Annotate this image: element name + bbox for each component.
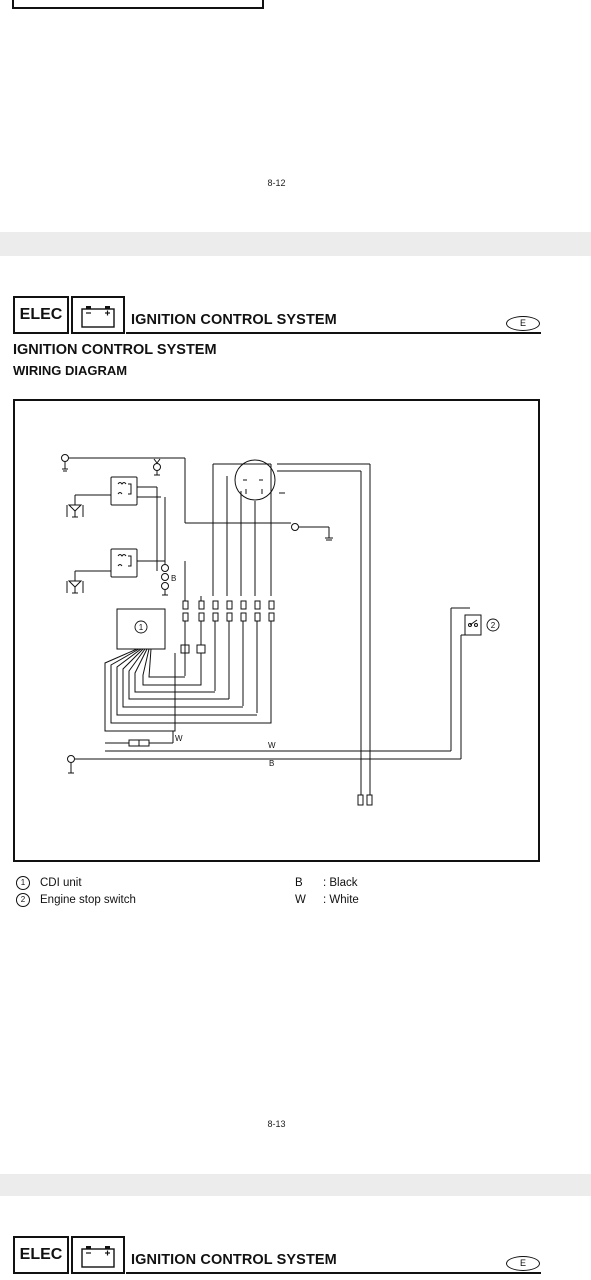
next-section-title: IGNITION CONTROL SYSTEM [131,1252,337,1268]
section-badge: ELEC [13,296,69,334]
wiring-diagram-drawing: 1 2 B W W B [61,454,500,806]
color-legend: B : Black W : White [295,875,359,909]
next-section-header: ELEC IGNITION CONTROL SYSTEM E [13,1236,541,1280]
color-label: : White [323,894,359,906]
legend-number: 1 [16,875,30,890]
section-header: ELEC IGNITION CONTROL SYSTEM E [13,296,541,340]
switch-callout: 2 [491,621,496,630]
parts-legend: 1 CDI unit 2 Engine stop switch [16,875,136,909]
wire-label-b-upper: B [171,574,176,583]
next-page: ELEC IGNITION CONTROL SYSTEM E [0,1196,591,1280]
color-label: : Black [323,877,358,889]
wire-label-b-main: B [269,759,274,768]
battery-icon [71,1236,125,1274]
section-title: IGNITION CONTROL SYSTEM [131,312,337,328]
previous-page-number: 8-12 [267,178,286,188]
current-page: ELEC IGNITION CONTROL SYSTEM E IGNITION … [0,256,591,1174]
battery-icon [71,296,125,334]
color-legend-item: B : Black [295,875,359,892]
ground-terminal [61,454,69,462]
previous-page: 8-12 [0,0,591,232]
legend-label: Engine stop switch [40,894,136,906]
next-language-badge: E [506,1256,540,1271]
legend-number: 2 [16,892,30,907]
page-number: 8-13 [267,1119,286,1129]
previous-page-frame [12,0,264,9]
wiring-diagram: 1 2 B W W B [13,399,540,862]
wire-label-w-main: W [268,741,276,750]
color-legend-item: W : White [295,892,359,909]
page-subheading: WIRING DIAGRAM [13,363,128,378]
next-header-rule [126,1272,541,1274]
legend-item: 1 CDI unit [16,875,136,892]
page-heading: IGNITION CONTROL SYSTEM [13,342,217,358]
header-rule [126,332,541,334]
color-code: B [295,877,303,889]
color-code: W [295,894,306,906]
next-section-badge: ELEC [13,1236,69,1274]
legend-label: CDI unit [40,877,82,889]
cdi-callout: 1 [139,623,144,632]
wire-label-w-fuse: W [175,734,183,743]
legend-item: 2 Engine stop switch [16,892,136,909]
language-badge: E [506,316,540,331]
